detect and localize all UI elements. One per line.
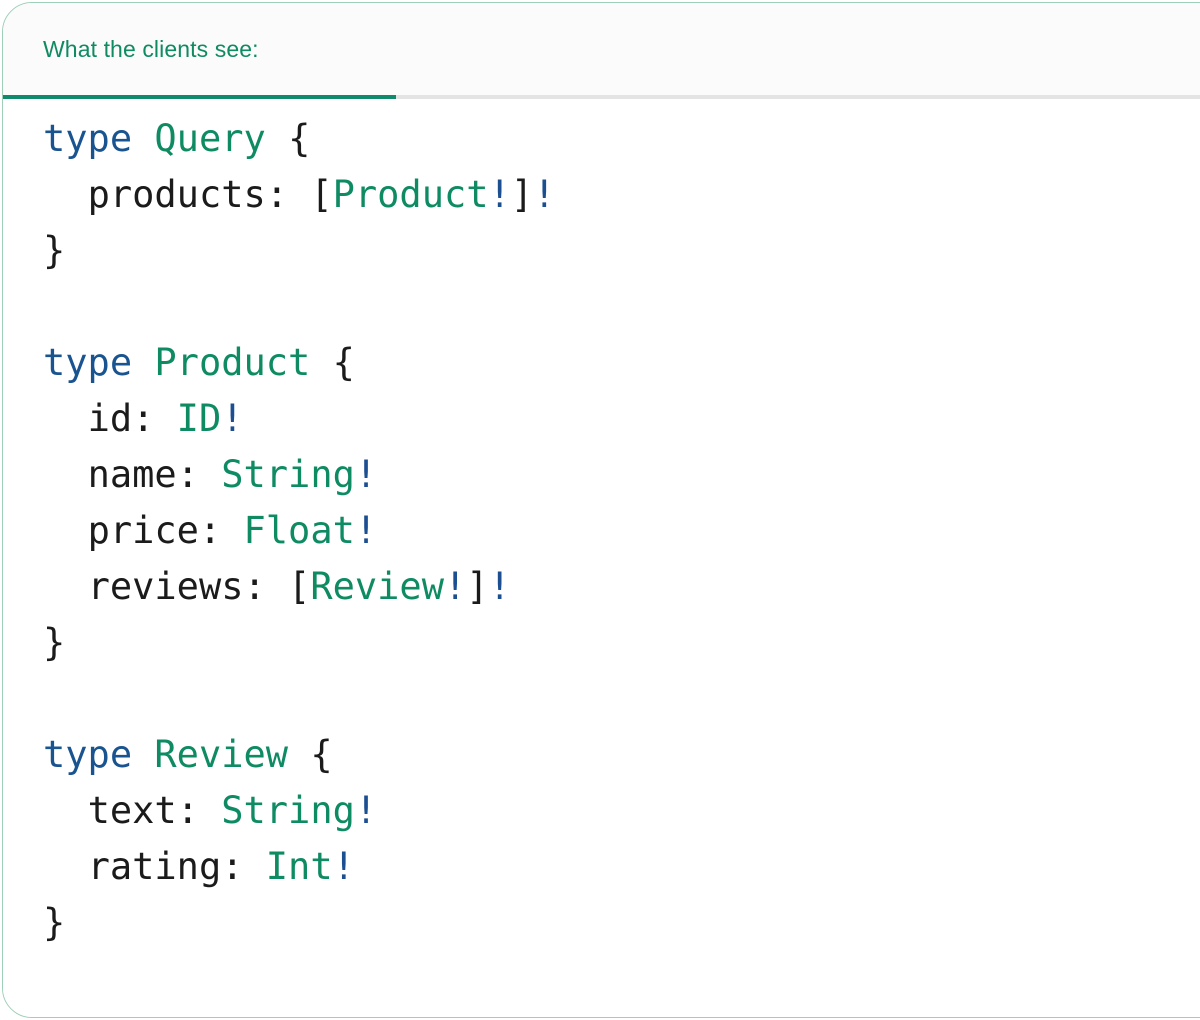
card-header: What the clients see: (3, 3, 1200, 99)
tab-divider (3, 95, 1200, 99)
token-indent (43, 845, 88, 888)
token-space (132, 341, 154, 384)
token-nonnull-outer: ! (533, 173, 556, 216)
code-line-8: price: Float! (43, 503, 1200, 559)
token-type-id: ID (176, 397, 222, 440)
token-keyword-type: type (43, 341, 133, 384)
token-brace-close: } (43, 229, 66, 272)
token-nonnull: ! (332, 845, 355, 888)
code-line-11-blank (43, 671, 1200, 727)
code-body: type Query { products: [Product!]!} type… (3, 99, 1200, 1017)
token-indent (43, 397, 88, 440)
code-line-14: rating: Int! (43, 839, 1200, 895)
token-type-product: Product (154, 341, 311, 384)
token-indent (43, 565, 88, 608)
token-indent (43, 789, 88, 832)
token-nonnull-outer: ! (488, 565, 511, 608)
token-field-text: text: (87, 789, 222, 832)
token-indent (43, 173, 88, 216)
token-type-review: Review (310, 565, 444, 608)
token-field-price: price: (87, 509, 244, 552)
code-line-4-blank (43, 279, 1200, 335)
token-nonnull: ! (354, 453, 378, 496)
token-field-name: name: (87, 453, 222, 496)
token-space (310, 341, 332, 384)
token-type-query: Query (154, 117, 266, 160)
token-field-reviews: reviews: (87, 565, 289, 608)
token-nonnull: ! (354, 509, 378, 552)
token-type-string: String (221, 453, 355, 496)
token-space (132, 117, 154, 160)
code-line-12: type Review { (43, 727, 1200, 783)
code-line-2: products: [Product!]! (43, 167, 1200, 223)
token-bracket-open: [ (310, 173, 333, 216)
token-type-string: String (221, 789, 355, 832)
token-space (288, 733, 310, 776)
token-indent (43, 453, 88, 496)
code-line-3: } (43, 223, 1200, 279)
token-brace-open: { (288, 117, 311, 160)
token-brace-open: { (332, 341, 355, 384)
code-line-13: text: String! (43, 783, 1200, 839)
token-space (266, 117, 288, 160)
token-indent (43, 509, 88, 552)
token-bracket-close: ] (510, 173, 534, 216)
token-keyword-type: type (43, 733, 133, 776)
code-line-15: } (43, 895, 1200, 951)
token-space (132, 733, 154, 776)
token-bracket-close: ] (466, 565, 489, 608)
graphql-schema-code[interactable]: type Query { products: [Product!]!} type… (3, 111, 1200, 951)
token-brace-close: } (43, 621, 66, 664)
code-line-9: reviews: [Review!]! (43, 559, 1200, 615)
token-type-float: Float (243, 509, 355, 552)
token-brace-open: { (310, 733, 333, 776)
token-type-product: Product (332, 173, 489, 216)
code-line-1: type Query { (43, 111, 1200, 167)
token-nonnull: ! (354, 789, 378, 832)
token-bracket-open: [ (288, 565, 311, 608)
token-field-id: id: (87, 397, 177, 440)
token-nonnull-inner: ! (488, 173, 511, 216)
token-type-review: Review (154, 733, 289, 776)
code-line-10: } (43, 615, 1200, 671)
code-line-5: type Product { (43, 335, 1200, 391)
code-line-6: id: ID! (43, 391, 1200, 447)
token-brace-close: } (43, 901, 66, 944)
code-line-7: name: String! (43, 447, 1200, 503)
token-field-rating: rating: (87, 845, 266, 888)
token-nonnull-inner: ! (443, 565, 467, 608)
tab-active-underline (3, 95, 396, 99)
token-nonnull: ! (221, 397, 244, 440)
token-field-products: products: (87, 173, 311, 216)
token-keyword-type: type (43, 117, 133, 160)
token-type-int: Int (265, 845, 333, 888)
tab-what-the-clients-see[interactable]: What the clients see: (43, 36, 259, 62)
